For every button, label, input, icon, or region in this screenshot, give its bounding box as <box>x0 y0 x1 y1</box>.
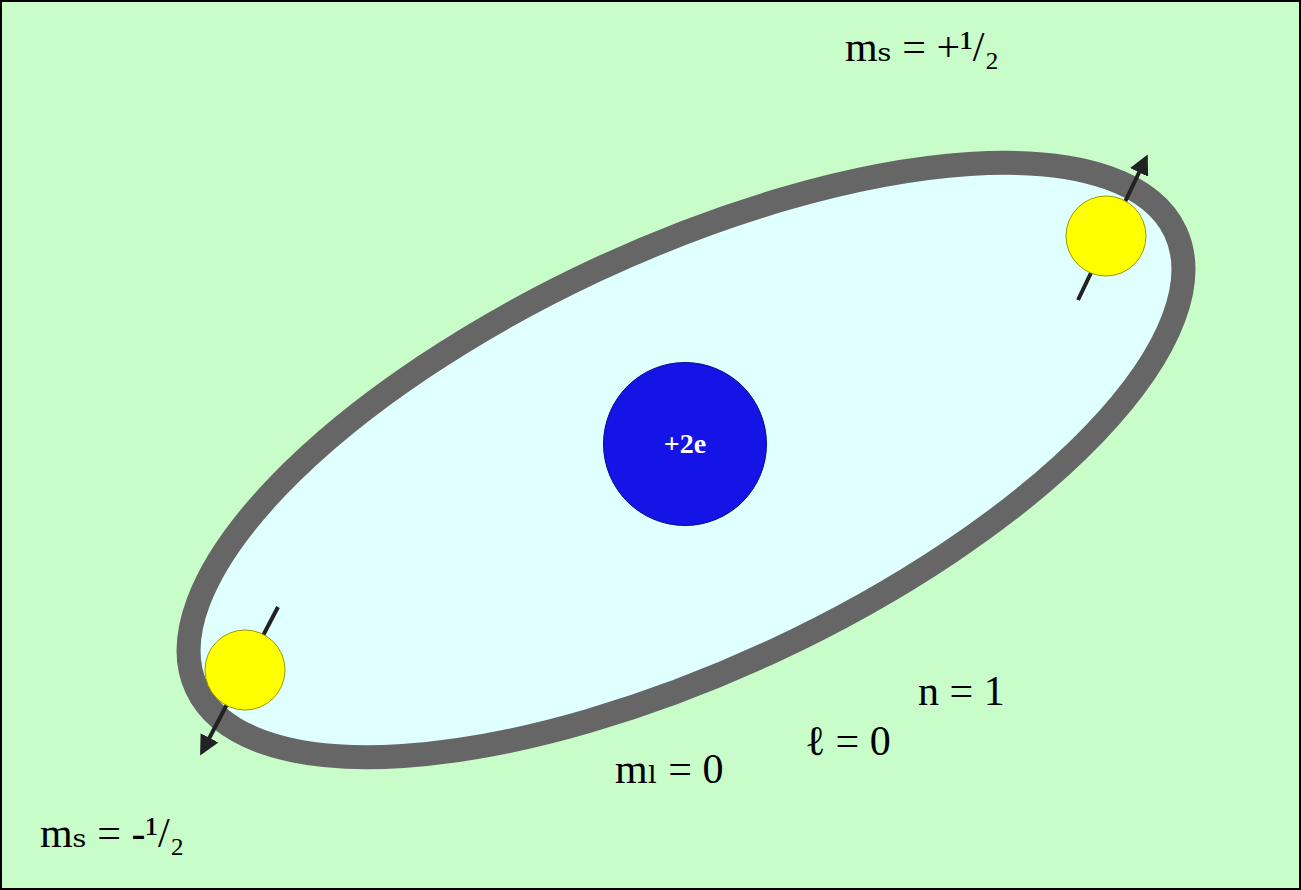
electron <box>205 630 285 710</box>
quantum-number-label: n = 1 <box>918 668 1005 714</box>
orbit-ring <box>108 41 1264 878</box>
nucleus-circle: +2e <box>603 362 767 526</box>
electron <box>1066 196 1146 276</box>
quantum-number-label: mₛ = +¹/₂ <box>845 24 999 70</box>
quantum-number-label: mₛ = -¹/₂ <box>40 810 184 856</box>
nucleus-charge: +2e <box>664 428 706 460</box>
quantum-number-label: mₗ = 0 <box>615 746 724 792</box>
quantum-number-label: ℓ = 0 <box>805 718 891 764</box>
